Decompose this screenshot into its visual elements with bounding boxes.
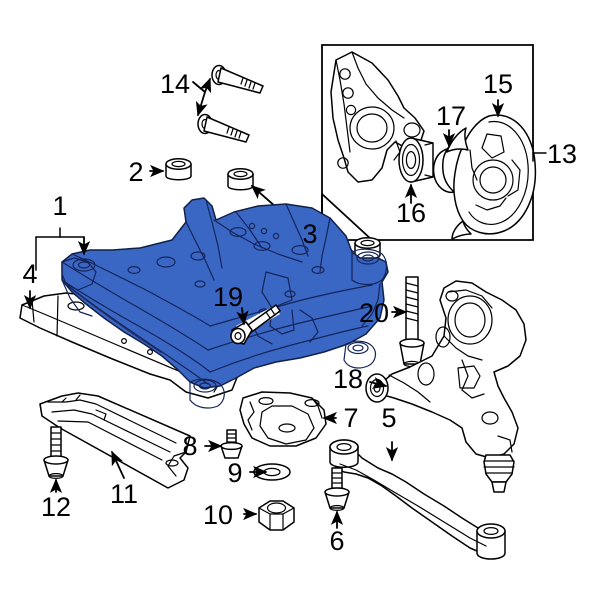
- callout-label-2: 2: [128, 157, 143, 187]
- callout-label-3: 3: [302, 219, 317, 249]
- callout-label-11: 11: [110, 479, 138, 509]
- callout-14-arrow-a: [192, 77, 212, 94]
- callout-label-16: 16: [396, 198, 426, 228]
- callout-18-arrow: [369, 376, 388, 389]
- callout-label-17: 17: [436, 101, 466, 131]
- callout-label-7: 7: [343, 403, 358, 433]
- transmission-mount-bracket: [239, 391, 327, 447]
- bearing-snap-ring: [432, 146, 455, 194]
- callout-11-arrow: [111, 450, 125, 479]
- callout-14-arrow-b: [195, 91, 208, 117]
- callout-label-6: 6: [329, 526, 344, 556]
- callout-label-20: 20: [359, 298, 389, 328]
- callout-label-5: 5: [381, 403, 396, 433]
- bracket-bolt: [220, 429, 243, 459]
- bolt-icon-14a: [211, 64, 264, 94]
- bushing-icon-3b: [354, 237, 381, 260]
- callout-label-9: 9: [227, 458, 242, 488]
- lock-nut: [258, 500, 295, 531]
- engine-cradle-crossmember: [61, 197, 389, 409]
- callout-label-18: 18: [333, 364, 363, 394]
- callout-1-bracket: [35, 227, 91, 271]
- callout-label-13: 13: [547, 139, 577, 169]
- front-wheel-bearing: [398, 137, 434, 183]
- callout-19-arrow: [236, 307, 249, 326]
- callout-labels: 1 2 3 4 5 6 7 8 9 10 11 12 13 14 15 16 1…: [22, 69, 577, 556]
- callout-label-4: 4: [22, 259, 37, 289]
- tie-bar-mounting-bolt: [324, 467, 350, 512]
- crossmember-mounting-bolt-pair: [192, 64, 264, 143]
- callout-label-19: 19: [213, 282, 243, 312]
- callout-label-8: 8: [182, 431, 197, 461]
- callout-label-15: 15: [483, 69, 513, 99]
- front-lower-control-arm: [365, 280, 527, 493]
- bolt-icon-14b: [197, 113, 250, 143]
- callout-13-leader: [532, 144, 547, 162]
- callout-label-10: 10: [203, 500, 233, 530]
- callout-label-1: 1: [52, 191, 67, 221]
- control-arm-through-bolt: [399, 276, 425, 368]
- bushing-icon-3a: [227, 168, 254, 191]
- callout-label-14: 14: [160, 69, 190, 99]
- steering-knuckle: [330, 51, 425, 183]
- rear-lateral-tie-bar: [329, 439, 506, 560]
- shield-push-pin-screw: [43, 426, 69, 480]
- crossmember-bushing-upper: [165, 158, 192, 181]
- callout-label-12: 12: [41, 492, 71, 522]
- brake-disc-splash-shield: [446, 114, 537, 240]
- crossmember-bolt: [230, 304, 281, 345]
